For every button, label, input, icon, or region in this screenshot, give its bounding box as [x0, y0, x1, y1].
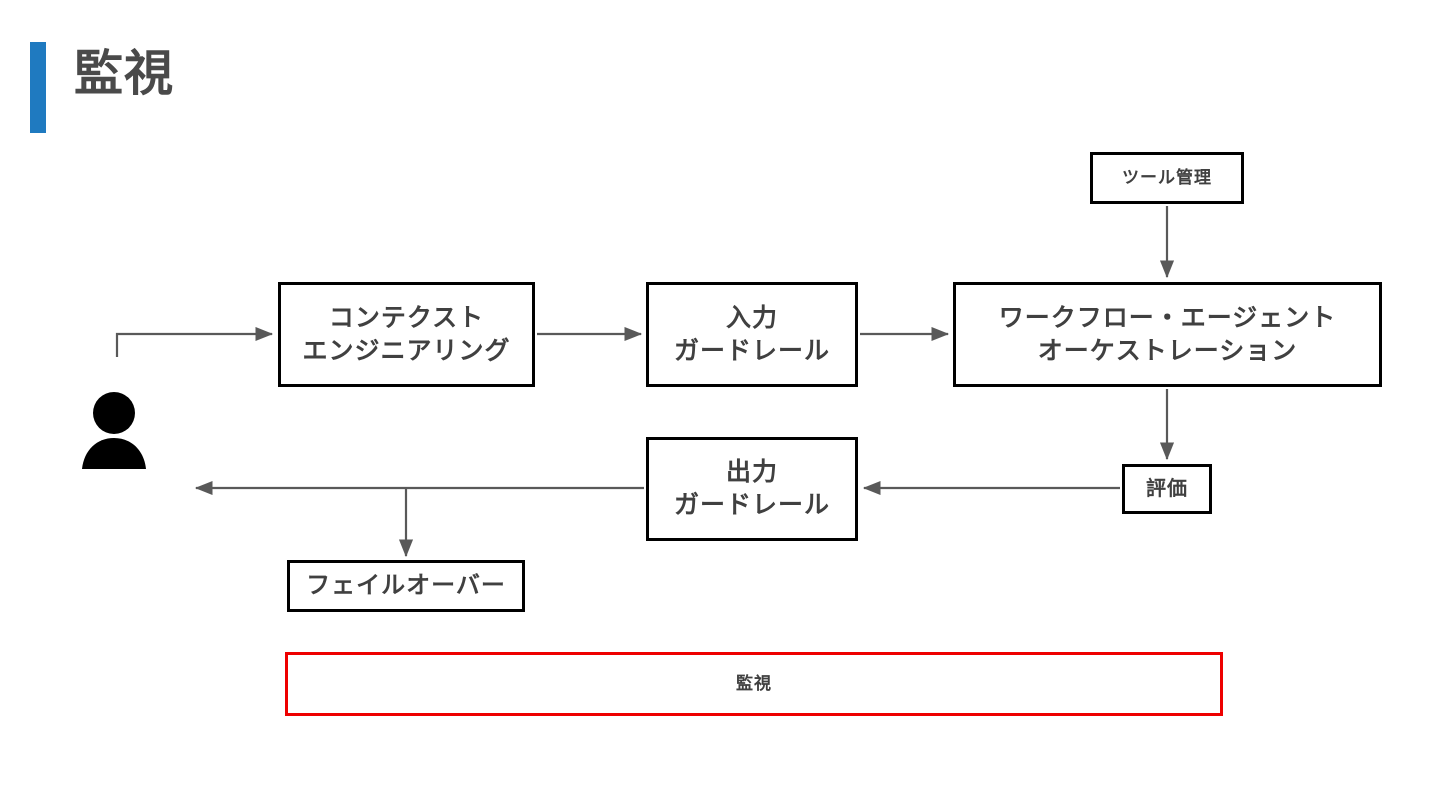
node-failover[interactable]: フェイルオーバー	[287, 560, 525, 612]
node-output-guardrails[interactable]: 出力 ガードレール	[646, 437, 858, 541]
page-title: 監視	[74, 47, 175, 101]
node-input-guardrails-label: 入力 ガードレール	[673, 303, 830, 365]
node-monitoring-bar-label: 監視	[736, 673, 772, 693]
node-output-guardrails-label: 出力 ガードレール	[673, 458, 830, 519]
title-accent-bar	[30, 42, 46, 133]
node-tool-management[interactable]: ツール管理	[1090, 152, 1244, 204]
node-workflow-orchestration[interactable]: ワークフロー・エージェント オーケストレーション	[953, 282, 1382, 387]
node-context-engineering-label: コンテクスト エンジニアリング	[302, 303, 511, 365]
node-monitoring-bar[interactable]: 監視	[285, 652, 1223, 716]
node-failover-label: フェイルオーバー	[306, 572, 506, 600]
node-tool-management-label: ツール管理	[1122, 167, 1212, 187]
node-evaluation[interactable]: 評価	[1122, 464, 1212, 514]
user-person-icon	[82, 392, 146, 469]
node-evaluation-label: 評価	[1146, 477, 1188, 500]
node-context-engineering[interactable]: コンテクスト エンジニアリング	[278, 282, 535, 387]
node-workflow-orchestration-label: ワークフロー・エージェント オーケストレーション	[998, 303, 1337, 365]
node-input-guardrails[interactable]: 入力 ガードレール	[646, 282, 858, 387]
edge-user-to-context	[115, 326, 274, 357]
